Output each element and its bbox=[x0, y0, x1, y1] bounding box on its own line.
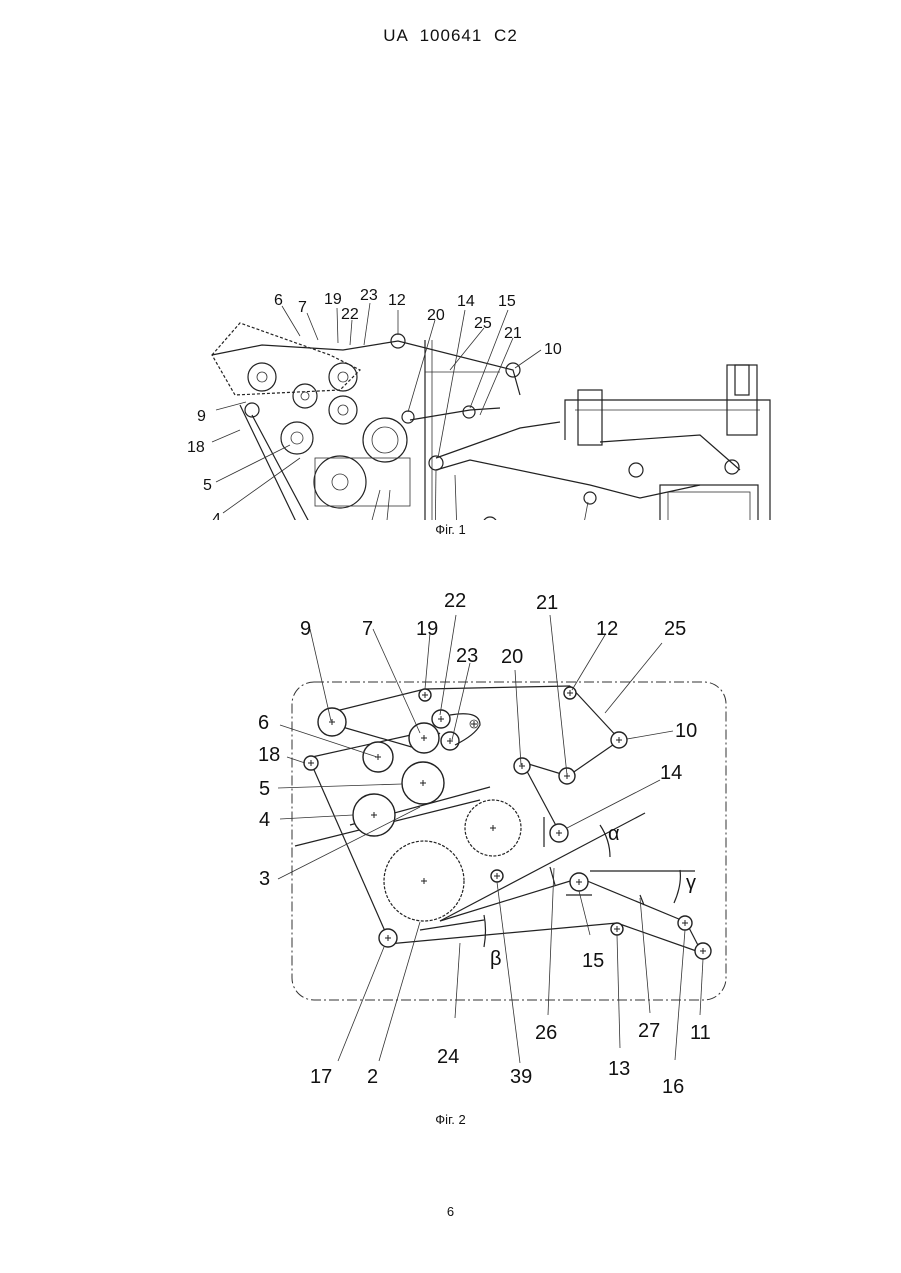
figure-1-callouts: 6 7 19 22 23 12 20 14 15 25 21 10 9 18 5… bbox=[187, 287, 727, 520]
f2-label-11: 11 bbox=[690, 1022, 711, 1044]
f2-label-12: 12 bbox=[596, 618, 618, 640]
figure-2-caption: Фіг. 2 bbox=[0, 1112, 901, 1127]
f2-label-23: 23 bbox=[456, 645, 478, 667]
roller-center-mark bbox=[421, 878, 427, 884]
f2-label-27: 27 bbox=[638, 1020, 660, 1042]
roller-center-mark bbox=[471, 721, 477, 727]
patent-number-header: UA 100641 C2 bbox=[0, 26, 901, 46]
f2-label-21: 21 bbox=[536, 592, 558, 614]
f2-label-20: 20 bbox=[501, 646, 523, 668]
f2-label-18: 18 bbox=[258, 744, 280, 766]
f2-label-22: 22 bbox=[444, 590, 466, 612]
figure-2-drawing: 9 7 19 22 23 21 12 25 20 10 6 18 5 4 14 … bbox=[0, 585, 901, 1105]
f1-label-21: 21 bbox=[504, 325, 522, 342]
f1-label-25: 25 bbox=[474, 315, 492, 332]
f2-label-15: 15 bbox=[582, 950, 604, 972]
f1-label-5: 5 bbox=[203, 477, 212, 494]
page-number: 6 bbox=[0, 1204, 901, 1219]
f1-label-10: 10 bbox=[544, 341, 562, 358]
f1-label-4: 4 bbox=[212, 511, 221, 520]
f2-label-26: 26 bbox=[535, 1022, 557, 1044]
machine-frame bbox=[240, 340, 775, 520]
f2-label-3: 3 bbox=[259, 868, 270, 890]
f2-label-25: 25 bbox=[664, 618, 686, 640]
f2-label-2: 2 bbox=[367, 1066, 378, 1088]
f1-label-22: 22 bbox=[341, 306, 359, 323]
f1-label-18: 18 bbox=[187, 439, 205, 456]
f2-label-14: 14 bbox=[660, 762, 682, 784]
f2-label-19: 19 bbox=[416, 618, 438, 640]
f1-label-12: 12 bbox=[388, 292, 406, 309]
f2-label-10: 10 bbox=[675, 720, 697, 742]
f2-label-16: 16 bbox=[662, 1076, 684, 1098]
f2-label-13: 13 bbox=[608, 1058, 630, 1080]
figure-1-caption: Фіг. 1 bbox=[0, 522, 901, 537]
figure-1-leaders bbox=[212, 303, 720, 520]
f1-label-7: 7 bbox=[298, 299, 307, 316]
f2-label-9: 9 bbox=[300, 618, 311, 640]
f1-label-20: 20 bbox=[427, 307, 445, 324]
f2-label-7: 7 bbox=[362, 618, 373, 640]
f1-label-6: 6 bbox=[274, 292, 283, 309]
f2-label-4: 4 bbox=[259, 809, 270, 831]
f2-label-alpha: α bbox=[608, 823, 620, 845]
f1-label-15: 15 bbox=[498, 293, 516, 310]
rollers bbox=[304, 687, 711, 959]
f2-label-5: 5 bbox=[259, 778, 270, 800]
f1-label-19: 19 bbox=[324, 291, 342, 308]
f2-label-24: 24 bbox=[437, 1046, 459, 1068]
f2-label-gamma: γ bbox=[686, 872, 696, 894]
f2-label-17: 17 bbox=[310, 1066, 332, 1088]
f2-label-beta: β bbox=[490, 948, 502, 970]
f1-label-23: 23 bbox=[360, 287, 378, 304]
f2-label-39: 39 bbox=[510, 1066, 532, 1088]
figure-1-drawing: 6 7 19 22 23 12 20 14 15 25 21 10 9 18 5… bbox=[0, 140, 901, 520]
f1-label-14: 14 bbox=[457, 293, 475, 310]
conveyor-belts bbox=[212, 341, 740, 520]
roller-center-mark bbox=[490, 825, 496, 831]
f1-label-9: 9 bbox=[197, 408, 206, 425]
housing-outline bbox=[292, 682, 726, 1000]
f2-label-6: 6 bbox=[258, 712, 269, 734]
